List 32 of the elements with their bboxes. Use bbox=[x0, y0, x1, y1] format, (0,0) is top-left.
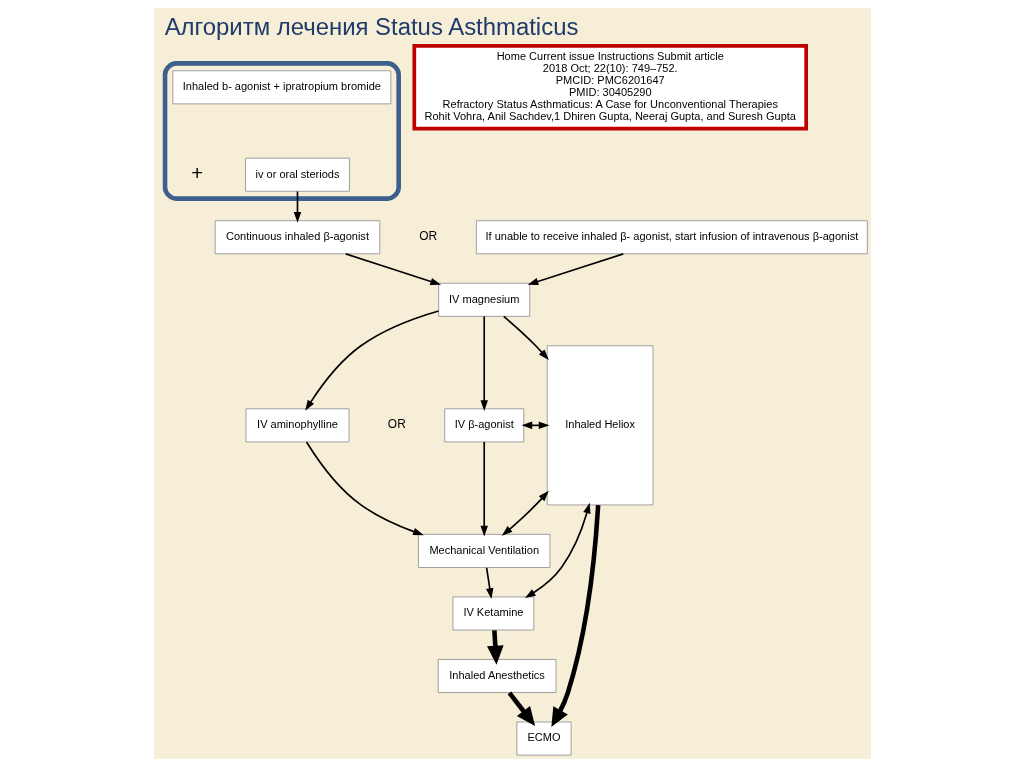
arrow bbox=[507, 691, 535, 727]
node-box: IV aminophylline bbox=[245, 408, 349, 443]
arrow bbox=[293, 190, 301, 223]
arrow bbox=[502, 315, 549, 360]
cluster bbox=[162, 61, 401, 201]
arrow bbox=[344, 253, 441, 286]
label: OR bbox=[418, 229, 437, 244]
node-box: If unable to receive inhaled β- agonist, start infusion of intravenous β-agonist bbox=[475, 220, 868, 255]
arrow bbox=[485, 566, 493, 599]
node-box: Home Current issue Instructions Submit article 2018 Oct; 22(10): 749–752. PMCID: PMC6201647 PMID: 30405290 Refractory Status Asthmaticus: A Case for Unconventional Therapies Rohit Vohra, Anil Sachdev,1 Dhiren Gupta, Neeraj Gupta, and Suresh Gupta bbox=[411, 44, 808, 131]
arrow bbox=[486, 630, 504, 665]
arrow bbox=[524, 502, 590, 599]
node-box: IV Ketamine bbox=[452, 596, 534, 631]
arrow bbox=[527, 253, 624, 286]
node-box: Inhaled Heliox bbox=[546, 345, 653, 506]
diagram-title: Алгоритм лечения Status Asthmaticus bbox=[164, 12, 578, 40]
arrow bbox=[305, 441, 424, 536]
arrow bbox=[479, 441, 488, 537]
label: OR bbox=[387, 417, 406, 432]
node-box: IV magnesium bbox=[437, 282, 530, 317]
arrow bbox=[550, 504, 600, 727]
node-box: Inhaled b- agonist + ipratropium bromide bbox=[171, 70, 391, 105]
node-box: ECMO bbox=[515, 721, 572, 756]
node-box: Mechanical Ventilation bbox=[417, 533, 550, 568]
node-box: IV β-agonist bbox=[443, 408, 524, 443]
node-box: Continuous inhaled β-agonist bbox=[214, 220, 380, 255]
arrow bbox=[304, 310, 439, 411]
arrow bbox=[479, 315, 488, 411]
node-box: iv or oral steriods bbox=[244, 157, 350, 192]
arrow bbox=[501, 490, 549, 536]
label: + bbox=[190, 161, 203, 184]
node-box: Inhaled Anesthetics bbox=[437, 659, 556, 693]
